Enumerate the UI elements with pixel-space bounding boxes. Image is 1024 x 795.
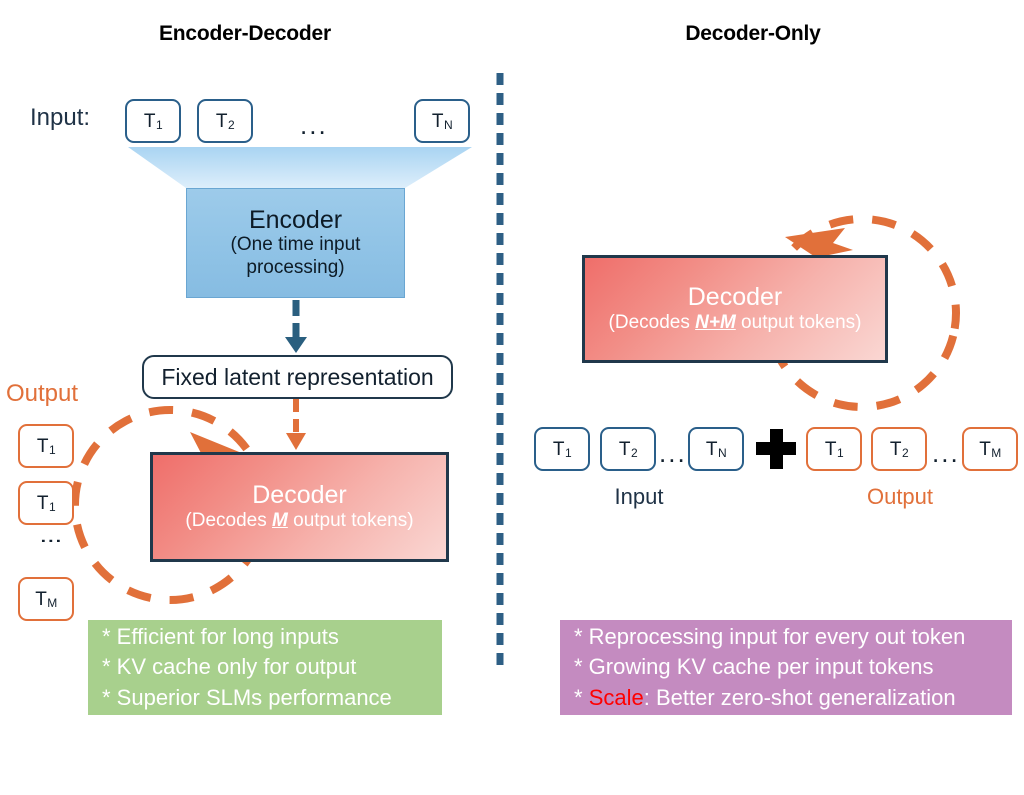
right-notes-box: * Reprocessing input for every out token… (560, 620, 1012, 715)
left-decoder-sub-suffix: output tokens) (287, 509, 414, 531)
right-output-caption: Output (866, 484, 934, 509)
token-subscript: 2 (227, 118, 235, 132)
left-panel-title: Encoder-Decoder (158, 22, 332, 45)
encoder-to-latent-arrowhead (285, 337, 307, 353)
token-text: T (618, 438, 631, 460)
left-decoder-subtitle: (Decodes M output tokens) (185, 510, 413, 533)
token-text: T (143, 110, 156, 132)
left-note-line-3: * Superior SLMs performance (102, 684, 392, 710)
right-note-line-3-prefix: * (574, 684, 589, 710)
token-text: T (35, 588, 47, 610)
left-note-line-2: * KV cache only for output (102, 654, 357, 680)
right-note-line-1: * Reprocessing input for every out token (574, 623, 966, 649)
right-output-ellipsis: ... (932, 438, 960, 468)
left-decoder-sub-prefix: (Decodes (185, 509, 273, 531)
token-text: T (979, 438, 991, 460)
token-text: T (705, 438, 718, 460)
plus-icon (756, 429, 796, 469)
token-subscript: 2 (630, 446, 638, 460)
fixed-latent-representation-box: Fixed latent representation (142, 355, 453, 399)
left-decoder-box: Decoder (Decodes M output tokens) (150, 452, 449, 562)
token-text: T (215, 110, 228, 132)
right-note-line-3: * Scale: Better zero-shot generalization (574, 683, 998, 713)
token-subscript: 1 (564, 446, 572, 460)
right-decoder-sub-prefix: (Decodes (608, 311, 696, 333)
left-note-line-1: * Efficient for long inputs (102, 623, 339, 649)
token-subscript: 1 (48, 500, 56, 514)
latent-label: Fixed latent representation (161, 363, 434, 390)
left-decoder-sub-emphasis: M (272, 509, 288, 531)
token-subscript: M (991, 446, 1002, 460)
right-decoder-title: Decoder (687, 283, 783, 312)
token-text: T (431, 110, 444, 132)
left-notes-box: * Efficient for long inputs * KV cache o… (88, 620, 442, 715)
input-label-left: Input: (30, 104, 91, 131)
token-text: T (552, 438, 565, 460)
token-subscript: N (717, 446, 727, 460)
token-text: T (36, 492, 49, 514)
right-decoder-sub-suffix: output tokens) (735, 311, 862, 333)
trapezoid-funnel (128, 147, 472, 188)
token-subscript: N (443, 118, 453, 132)
left-input-ellipsis: ... (300, 110, 328, 140)
token-subscript: 1 (155, 118, 163, 132)
token-text: T (824, 438, 837, 460)
right-decoder-sub-emphasis: N+M (695, 311, 736, 333)
encoder-box: Encoder (One time input processing) (186, 188, 405, 298)
token-text: T (36, 435, 49, 457)
token-subscript: 2 (901, 446, 909, 460)
left-decoder-title: Decoder (252, 481, 347, 510)
latent-to-decoder-arrowhead (286, 433, 306, 450)
right-input-caption: Input (614, 484, 664, 509)
scale-highlight: Scale (588, 684, 644, 710)
left-output-vertical-dots: ⋮ (39, 530, 64, 553)
encoder-subtitle-line1: (One time input (230, 234, 361, 256)
token-subscript: 1 (48, 443, 56, 457)
right-note-line-3-rest: : Better zero-shot generalization (643, 684, 956, 710)
encoder-subtitle-line2: processing) (246, 257, 345, 278)
right-decoder-subtitle: (Decodes N+M output tokens) (609, 312, 862, 335)
encoder-title: Encoder (248, 206, 343, 235)
right-input-ellipsis: ... (659, 438, 687, 468)
right-panel-title: Decoder-Only (685, 22, 821, 45)
token-subscript: M (47, 596, 58, 610)
token-subscript: 1 (836, 446, 844, 460)
output-label-left: Output (6, 380, 79, 407)
token-text: T (889, 438, 902, 460)
right-note-line-2: * Growing KV cache per input tokens (574, 654, 934, 680)
right-decoder-box: Decoder (Decodes N+M output tokens) (582, 255, 888, 363)
